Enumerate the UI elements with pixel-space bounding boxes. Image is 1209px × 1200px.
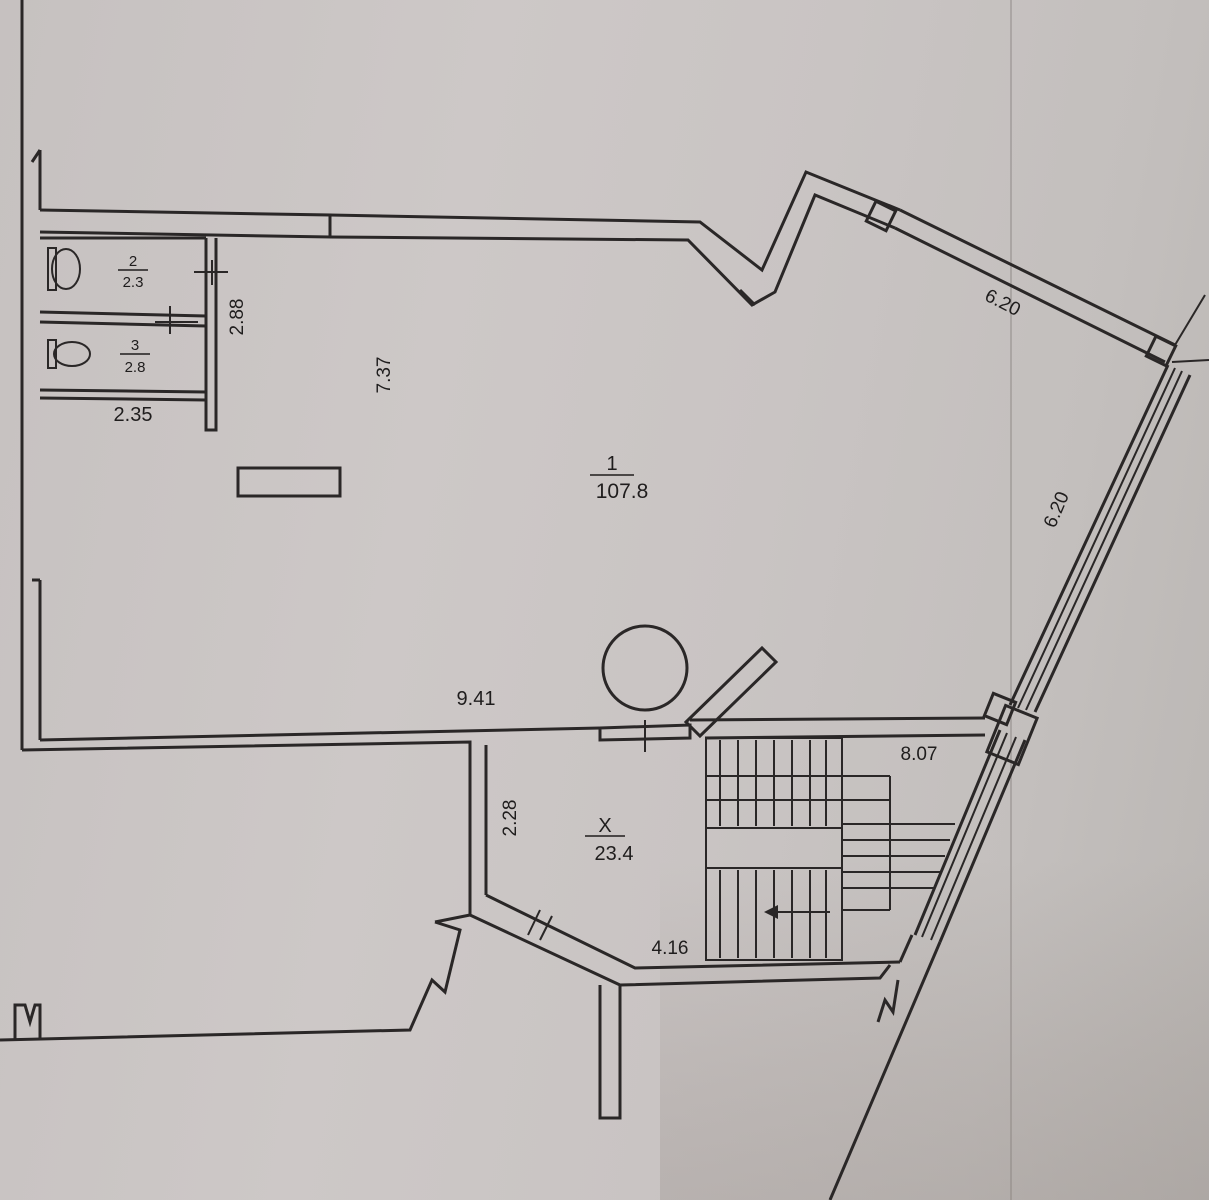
room-2-number: 2 — [129, 253, 137, 270]
left-outer-wall — [20, 0, 42, 750]
room-3-label: 3 2.8 — [120, 337, 150, 376]
lower-left-walls — [0, 913, 900, 1042]
staircase — [705, 737, 955, 961]
dim-6-20-top: 6.20 — [981, 285, 1023, 321]
angled-upper-right-wall — [864, 199, 1209, 368]
fixture-rectangle — [236, 466, 342, 498]
room-3-number: 3 — [131, 337, 139, 354]
room-x-label: X 23.4 — [585, 815, 633, 865]
paper-fold-line — [1010, 0, 1012, 1200]
room-2-label: 2 2.3 — [118, 253, 148, 291]
bottom-wall-room1 — [21, 716, 986, 915]
room-2-area: 2.3 — [123, 274, 144, 291]
room-x-area: 23.4 — [595, 843, 634, 865]
door-swing — [601, 624, 779, 739]
dim-2-35: 2.35 — [114, 404, 153, 426]
dim-8-07: 8.07 — [901, 744, 938, 765]
room-1-area: 107.8 — [596, 480, 649, 503]
right-glazed-wall — [828, 364, 1192, 1200]
room-1-label: 1 107.8 — [590, 453, 648, 503]
dim-9-41: 9.41 — [457, 688, 496, 710]
dim-4-16: 4.16 — [652, 938, 689, 959]
room-1-number: 1 — [606, 453, 617, 475]
top-wall — [39, 170, 901, 307]
dim-2-28: 2.28 — [500, 800, 521, 837]
paper-shadow — [660, 860, 1209, 1200]
bathrooms — [39, 236, 228, 432]
dim-6-20-right: 6.20 — [1040, 489, 1074, 531]
room-3-area: 2.8 — [125, 359, 146, 376]
dim-7-37: 7.37 — [374, 357, 395, 394]
dim-2-88: 2.88 — [227, 299, 248, 336]
room-x-walls — [469, 893, 901, 1120]
room-x-number: X — [598, 815, 611, 837]
